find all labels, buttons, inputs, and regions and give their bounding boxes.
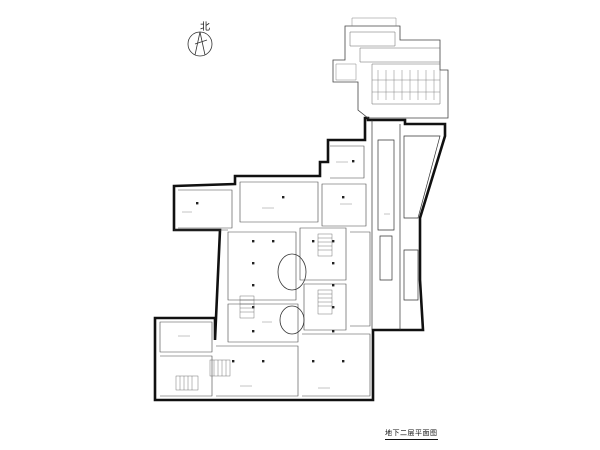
north-wing-outline: [332, 25, 449, 119]
stair-cores: [175, 233, 333, 391]
east-corridor: [371, 120, 441, 330]
building-outline: [153, 116, 447, 402]
drawing-title: 地下二层平面图: [385, 428, 438, 440]
compass-north-icon: [187, 31, 213, 57]
column-grid: [196, 160, 355, 363]
room-tags: [178, 161, 390, 389]
atrium-voids: [277, 253, 307, 335]
north-wing-detail: [335, 17, 440, 100]
north-label: 北: [200, 22, 210, 33]
interior-walls: [159, 145, 371, 397]
north-wing-inner: [349, 31, 441, 105]
